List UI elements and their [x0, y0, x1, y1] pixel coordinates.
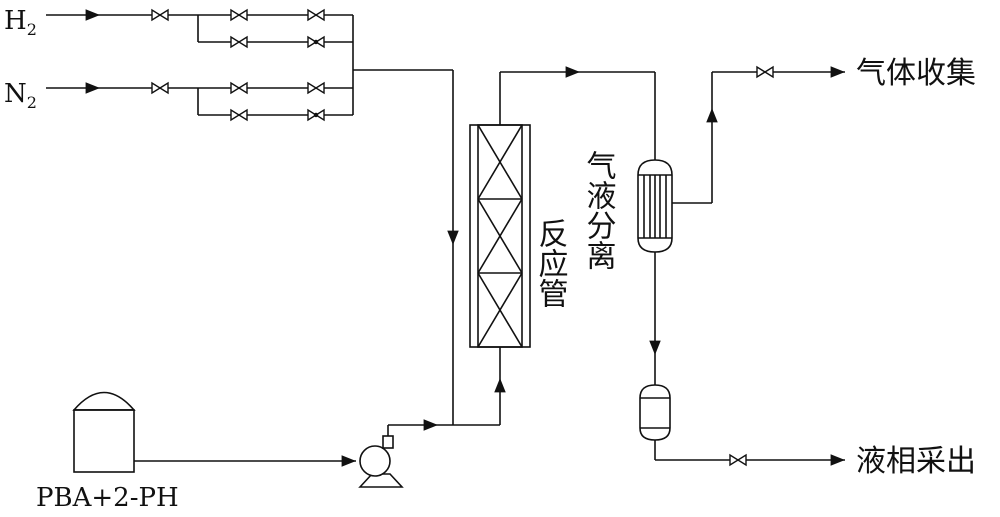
liquid-feed-line	[134, 347, 506, 467]
mixed-gas-line	[353, 69, 459, 425]
liquid-receiver-vessel	[639, 384, 671, 441]
n2-inlet-line	[46, 70, 354, 116]
feed-tank-icon	[72, 391, 136, 473]
valve-icon[interactable]	[756, 65, 774, 79]
reactor-outlet-line	[499, 66, 656, 162]
h2-label: H2	[4, 6, 37, 39]
liquid-outlet-line	[649, 250, 845, 466]
n2-label: N2	[4, 79, 37, 112]
valve-icon[interactable]	[729, 453, 747, 467]
gas-collection-label: 气体收集	[856, 56, 976, 91]
valve-icon[interactable]	[230, 35, 248, 49]
reactor-label: 反应管	[533, 218, 568, 308]
valve-icon[interactable]	[151, 8, 169, 22]
separator-label: 气液分离	[581, 150, 617, 270]
liquid-discharge-label: 液相采出	[856, 444, 976, 479]
valve-icon[interactable]	[230, 108, 248, 122]
valve-icon[interactable]	[230, 81, 248, 95]
gas-outlet-line	[672, 66, 845, 204]
gas-liquid-separator	[637, 159, 673, 253]
valve-icon[interactable]	[307, 8, 325, 22]
pump-icon[interactable]	[358, 435, 404, 488]
feed-label: PBA+2-PH	[36, 483, 179, 513]
valve-icon[interactable]	[151, 81, 169, 95]
reactor-tube	[469, 124, 531, 348]
h2-inlet-line	[46, 9, 354, 70]
valve-icon[interactable]	[307, 81, 325, 95]
valve-icon[interactable]	[230, 8, 248, 22]
